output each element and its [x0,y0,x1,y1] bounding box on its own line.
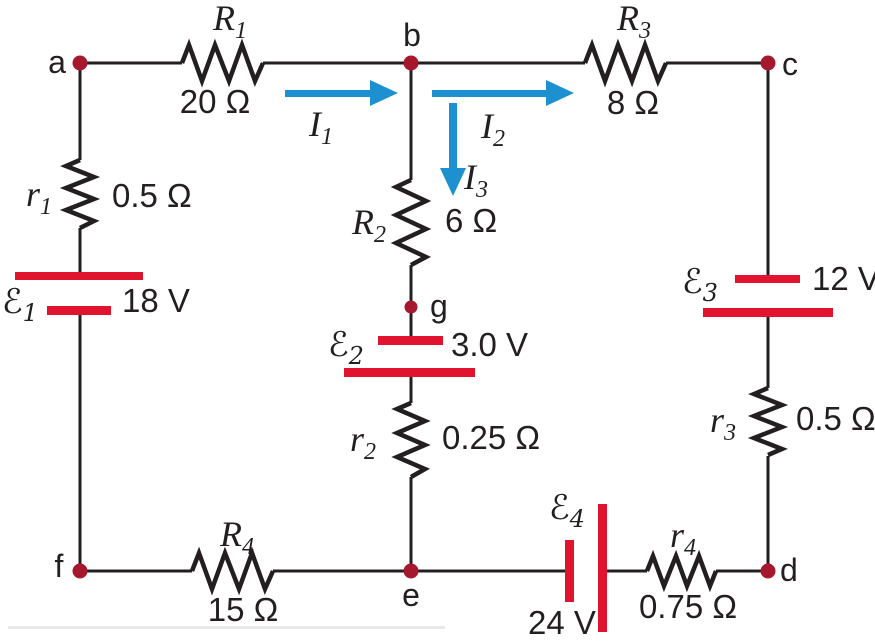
emf-E1-label: ℰ1 [2,282,38,327]
node-c-dot [760,55,776,71]
emf-E2-label: ℰ2 [328,325,364,370]
resistor-r1-symbol [59,157,101,231]
node-e-dot [403,563,419,579]
resistor-r4-value: 0.75 Ω [639,588,737,625]
node-c-label: c [782,46,798,82]
node-e-label: e [402,577,420,613]
emf-E3-long-plate [703,308,833,317]
emf-E3-label: ℰ3 [682,262,718,307]
emf-E4-label: ℰ4 [549,488,585,533]
resistor-R4-label: R4 [219,514,254,560]
current-arrows [285,80,574,196]
resistor-R3-value: 8 Ω [607,84,659,121]
resistor-r3-symbol [747,385,789,458]
resistor-R1-label: R1 [212,0,247,44]
resistor-R1-symbol [179,38,266,88]
emf-E1-value: 18 V [122,282,190,319]
node-g-label: g [430,288,448,324]
resistor-R2-symbol [390,177,432,267]
emf-E3-short-plate [735,275,800,283]
resistor-r3-label: r3 [710,400,736,446]
value-labels: 20 Ω 8 Ω 0.5 Ω 18 V 6 Ω 3.0 V 0.25 Ω 12 … [112,83,875,641]
resistor-r3-value: 0.5 Ω [796,400,875,437]
node-b-label: b [403,17,421,53]
current-I1-label: I1 [308,104,333,150]
emf-E4-value: 24 V [528,604,596,641]
scan-artifact-line [8,626,445,629]
current-I2-arrow [432,80,574,106]
current-I3-label: I3 [463,157,488,203]
emf-E3-value: 12 V [812,260,875,297]
emf-E4-long-plate [598,504,607,632]
resistor-r1-label: r1 [26,174,52,220]
emf-symbols [15,272,833,632]
node-f-dot [72,563,88,579]
resistor-R4-value: 15 Ω [208,591,279,628]
resistor-R3-symbol [582,38,669,88]
node-f-label: f [55,548,64,584]
resistor-r2-label: r2 [350,419,376,465]
resistor-R1-value: 20 Ω [180,83,251,120]
node-dots [72,55,776,579]
node-d-dot [760,563,776,579]
emf-E1-short-plate [47,306,111,315]
resistor-r4-symbol [644,549,719,593]
resistor-R2-label: R2 [351,202,386,248]
resistor-r1-value: 0.5 Ω [112,177,192,214]
emf-E2-long-plate [344,368,475,377]
resistor-R4-symbol [189,546,276,596]
resistor-R2-value: 6 Ω [445,202,497,239]
component-labels: R1 R3 R2 R4 r1 r2 r3 r4 ℰ1 ℰ2 ℰ3 ℰ4 I1 I… [2,0,736,561]
current-I2-label: I2 [480,106,505,152]
current-I1-arrow [285,80,398,106]
node-b-dot [403,55,419,71]
resistor-r2-symbol [391,400,431,479]
emf-E4-short-plate [565,540,574,602]
emf-E2-value: 3.0 V [451,326,528,363]
resistor-symbols [59,38,789,596]
emf-E1-long-plate [15,272,143,280]
node-d-label: d [780,552,798,588]
emf-E2-short-plate [378,336,443,345]
node-a-label: a [48,44,66,80]
node-g-dot [404,300,418,314]
node-a-dot [72,55,88,71]
wires [78,61,770,573]
current-I3-arrow [440,103,466,196]
resistor-r4-label: r4 [670,515,696,561]
resistor-R3-label: R3 [616,0,651,44]
resistor-r2-value: 0.25 Ω [442,419,540,456]
node-labels: a b c d e f g [48,17,798,613]
